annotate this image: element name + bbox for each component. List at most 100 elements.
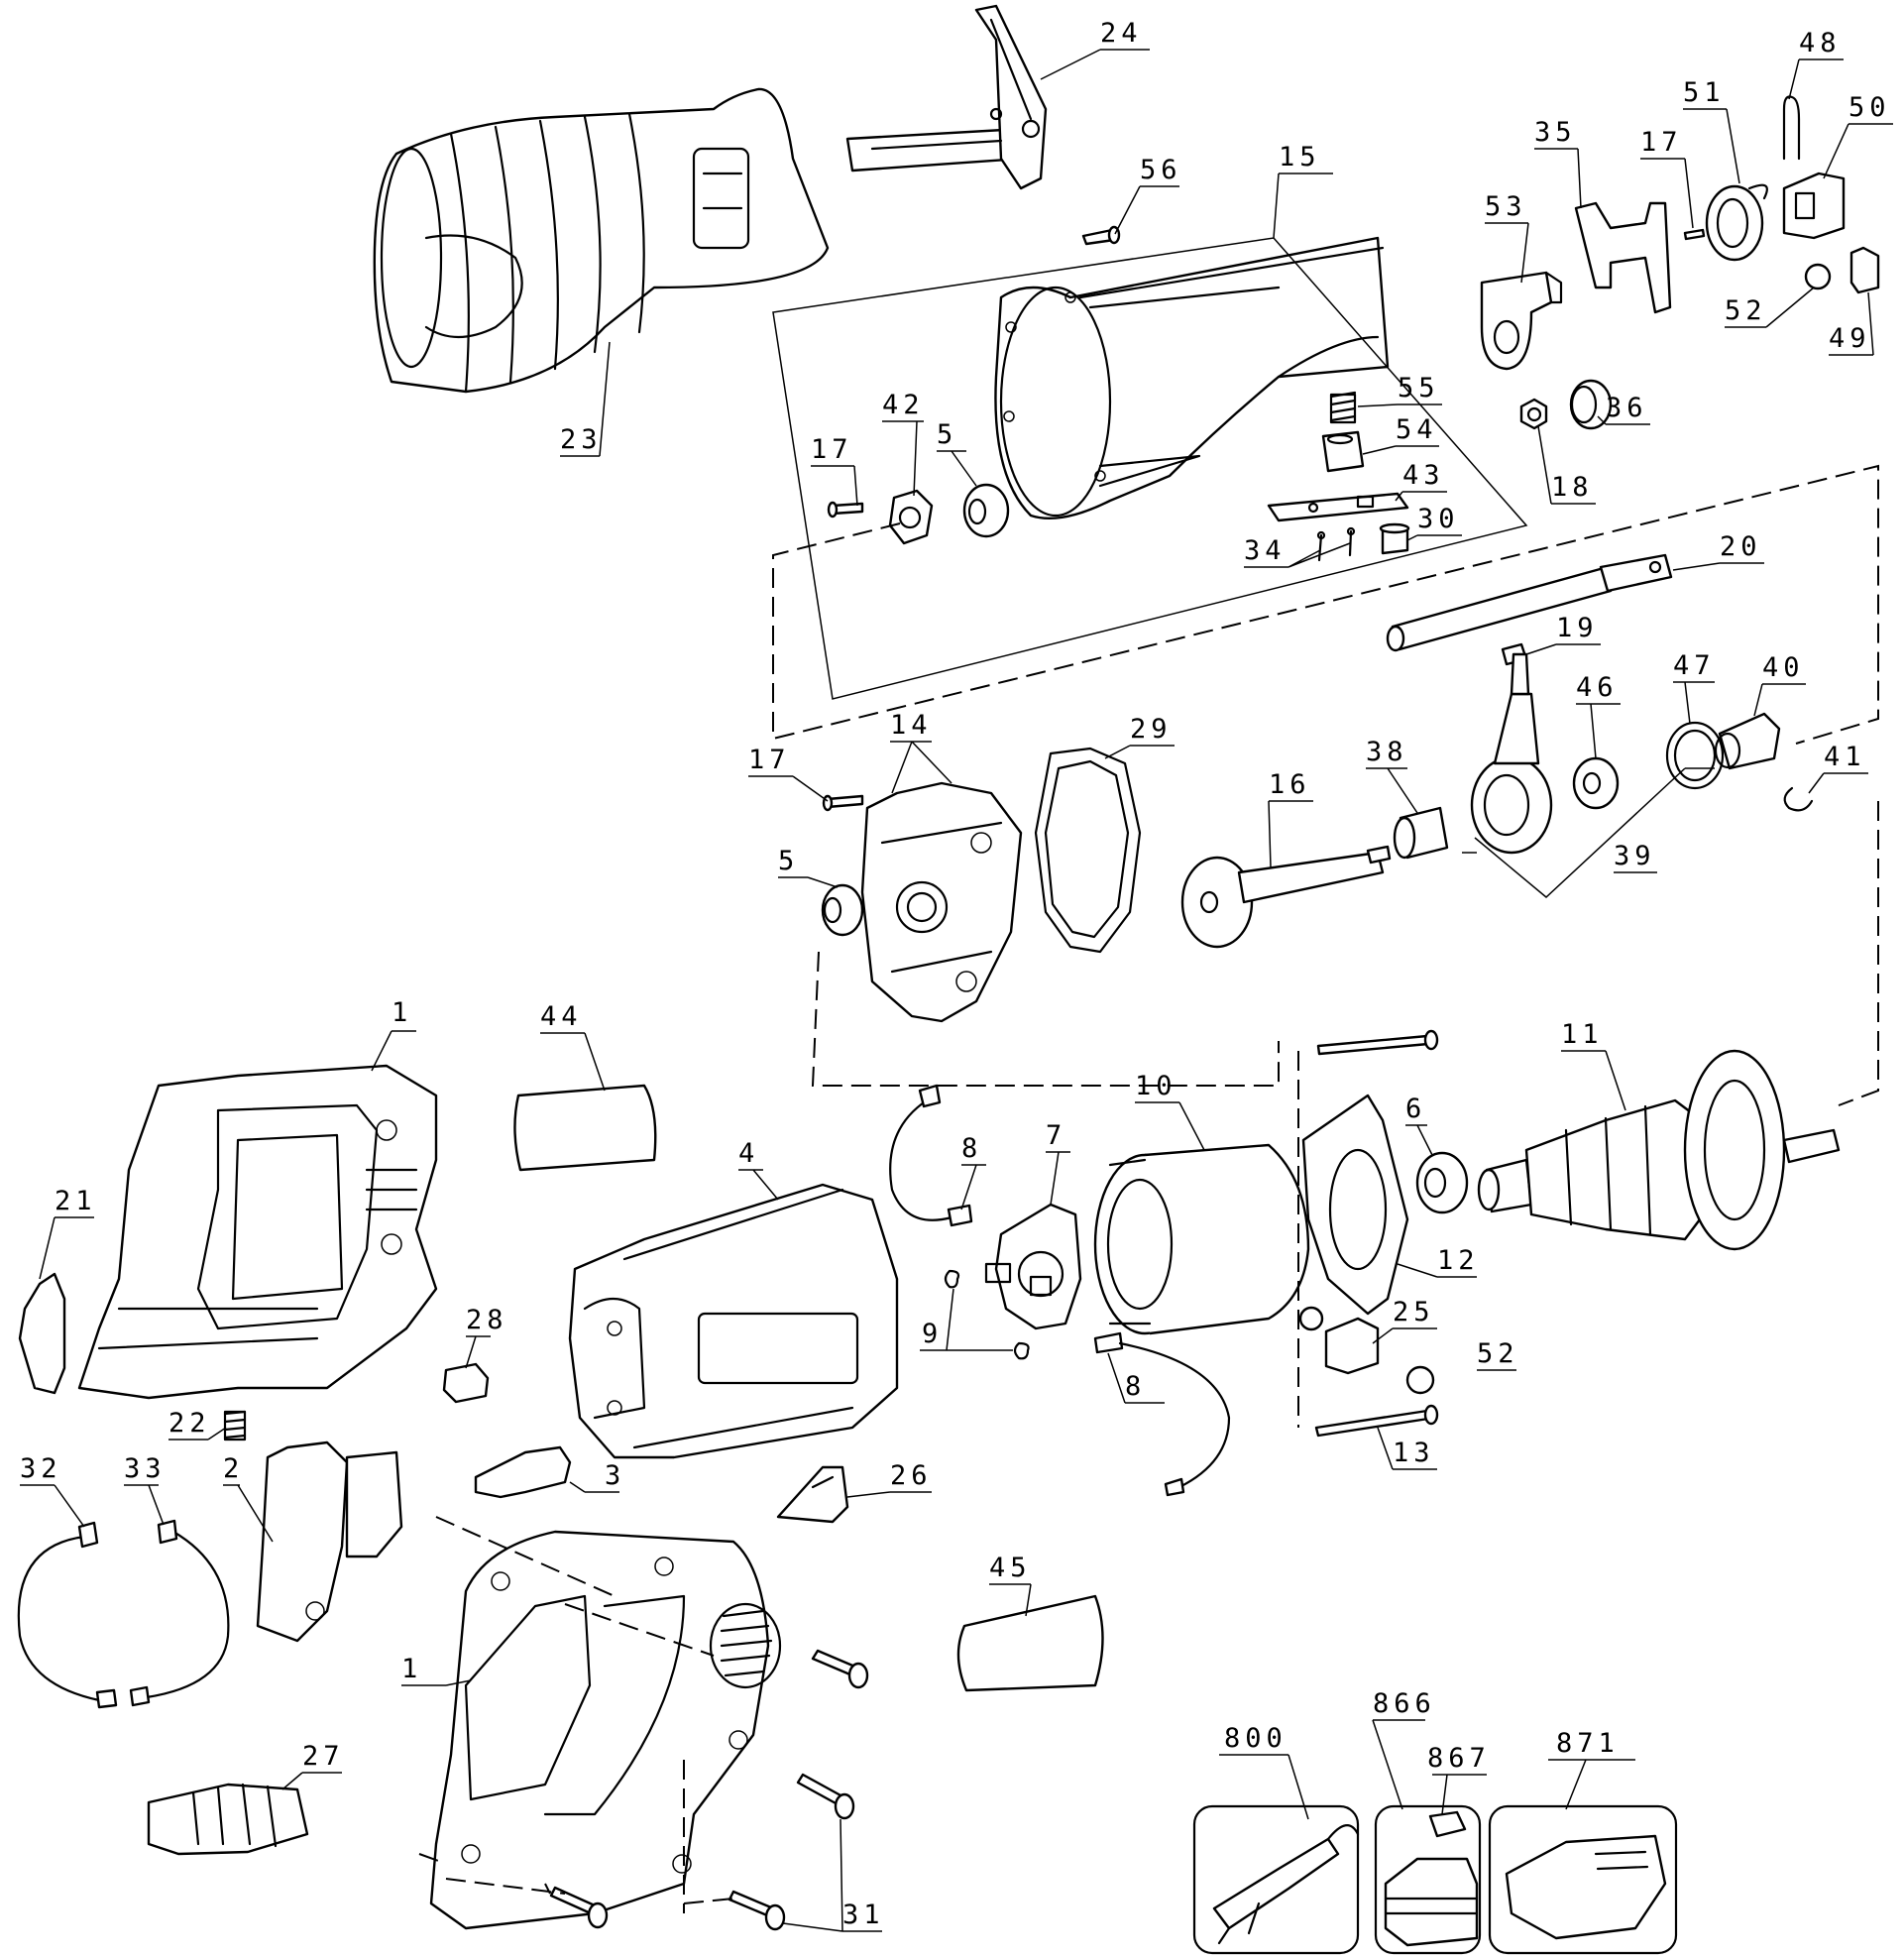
callout-14: 14 <box>890 710 933 741</box>
callout-22: 22 <box>168 1408 211 1439</box>
part-26-wedge <box>776 1465 849 1524</box>
callout-labels: 1 1 2 3 4 5 5 6 7 8 8 9 10 11 12 13 14 1… <box>20 18 1886 1930</box>
part-1-housing-left <box>77 1064 438 1400</box>
callout-47: 47 <box>1673 650 1716 681</box>
callout-6: 6 <box>1405 1094 1426 1124</box>
callout-24: 24 <box>1100 18 1143 49</box>
callout-28: 28 <box>466 1305 508 1335</box>
callout-16: 16 <box>1269 769 1311 800</box>
callout-4: 4 <box>738 1138 759 1169</box>
part-38-bushing <box>1393 806 1449 860</box>
part-29-gasket <box>1034 747 1142 954</box>
callout-30: 30 <box>1417 504 1460 534</box>
callout-13: 13 <box>1393 1438 1435 1468</box>
callout-40: 40 <box>1762 652 1805 683</box>
callout-2: 2 <box>223 1453 244 1484</box>
callout-15: 15 <box>1279 142 1321 173</box>
callout-55: 55 <box>1398 373 1440 404</box>
callout-5-upper: 5 <box>937 419 957 450</box>
part-2-switch <box>256 1441 403 1643</box>
part-28-block <box>442 1362 490 1404</box>
part-4-motor-housing <box>568 1183 899 1459</box>
callout-36: 36 <box>1606 393 1648 423</box>
callout-7: 7 <box>1046 1120 1066 1151</box>
part-52-ball-loose <box>1298 1306 1324 1331</box>
part-42-flange <box>888 489 934 545</box>
part-48-spring-clip <box>1782 95 1801 161</box>
callout-39: 39 <box>1614 841 1656 871</box>
part-44-label <box>513 1084 657 1172</box>
part-47-snap-ring <box>1665 721 1725 790</box>
callout-27: 27 <box>302 1741 345 1772</box>
part-30-plunger <box>1379 522 1410 555</box>
part-5-washer-upper <box>962 483 1010 538</box>
part-800-box <box>1192 1804 1360 1955</box>
part-31-screws <box>549 1649 869 1931</box>
part-871-box <box>1488 1804 1678 1955</box>
callout-49: 49 <box>1829 323 1871 354</box>
part-33-wire <box>129 1519 230 1707</box>
part-34-pins <box>1316 526 1356 562</box>
callout-11: 11 <box>1561 1019 1604 1050</box>
leader-lines <box>20 49 1893 1932</box>
callout-34: 34 <box>1244 535 1287 566</box>
part-45-label <box>956 1594 1104 1692</box>
callout-35: 35 <box>1534 117 1577 148</box>
callout-31: 31 <box>842 1900 885 1930</box>
part-15-gear-case <box>994 236 1390 520</box>
callout-9: 9 <box>922 1319 943 1349</box>
callout-1-top: 1 <box>392 997 412 1028</box>
part-52-ball-lower <box>1405 1365 1435 1395</box>
callout-1-bottom: 1 <box>401 1654 422 1684</box>
part-6-bearing <box>1415 1151 1469 1214</box>
callout-17-top: 17 <box>1640 127 1683 158</box>
part-7-brush-holder <box>984 1203 1082 1330</box>
callout-54: 54 <box>1396 414 1438 445</box>
part-50-clamp <box>1782 172 1846 240</box>
callout-17-lower: 17 <box>748 745 791 775</box>
group-39-bracket <box>1474 767 1686 898</box>
part-55-spring <box>1329 391 1357 424</box>
part-17-screw-lower <box>822 794 864 812</box>
callout-19: 19 <box>1556 613 1599 643</box>
callout-8-upper: 8 <box>961 1133 982 1164</box>
callout-33: 33 <box>124 1453 167 1484</box>
part-40-fitting <box>1714 712 1781 770</box>
callout-46: 46 <box>1576 672 1619 703</box>
part-10-stator <box>1093 1143 1310 1335</box>
callout-10: 10 <box>1135 1071 1177 1101</box>
callout-26: 26 <box>890 1460 933 1491</box>
callout-23: 23 <box>560 424 603 455</box>
callout-800: 800 <box>1224 1723 1288 1754</box>
part-17-screw-upper <box>827 501 864 519</box>
part-8-wire-lower <box>1093 1331 1231 1497</box>
callout-867: 867 <box>1427 1743 1491 1774</box>
callout-52-top: 52 <box>1725 295 1767 326</box>
part-16-crank <box>1180 845 1392 949</box>
part-43-plate <box>1267 492 1409 522</box>
part-11-armature <box>1477 1049 1841 1251</box>
part-13-bolts <box>1314 1029 1439 1438</box>
part-25-bracket <box>1324 1317 1380 1375</box>
part-23-rear-housing <box>373 87 830 394</box>
part-20-shaft <box>1386 553 1673 652</box>
part-12-baffle <box>1301 1094 1409 1316</box>
callout-17-upper: 17 <box>811 434 853 465</box>
part-5-washer-lower <box>821 883 864 937</box>
callout-21: 21 <box>55 1186 97 1216</box>
part-17-pin-top <box>1683 228 1706 241</box>
part-14-front-housing <box>860 781 1023 1023</box>
callout-38: 38 <box>1366 737 1408 767</box>
part-8-wire-upper <box>889 1084 973 1227</box>
callout-20: 20 <box>1720 531 1762 562</box>
callout-56: 56 <box>1140 155 1182 185</box>
part-22-spring <box>223 1410 247 1441</box>
callout-52-lower: 52 <box>1477 1338 1519 1369</box>
callout-12: 12 <box>1437 1245 1480 1276</box>
part-3-switch-lever <box>474 1445 572 1499</box>
part-53-bracket <box>1480 271 1563 371</box>
callout-32: 32 <box>20 1453 62 1484</box>
callout-53: 53 <box>1485 191 1527 222</box>
